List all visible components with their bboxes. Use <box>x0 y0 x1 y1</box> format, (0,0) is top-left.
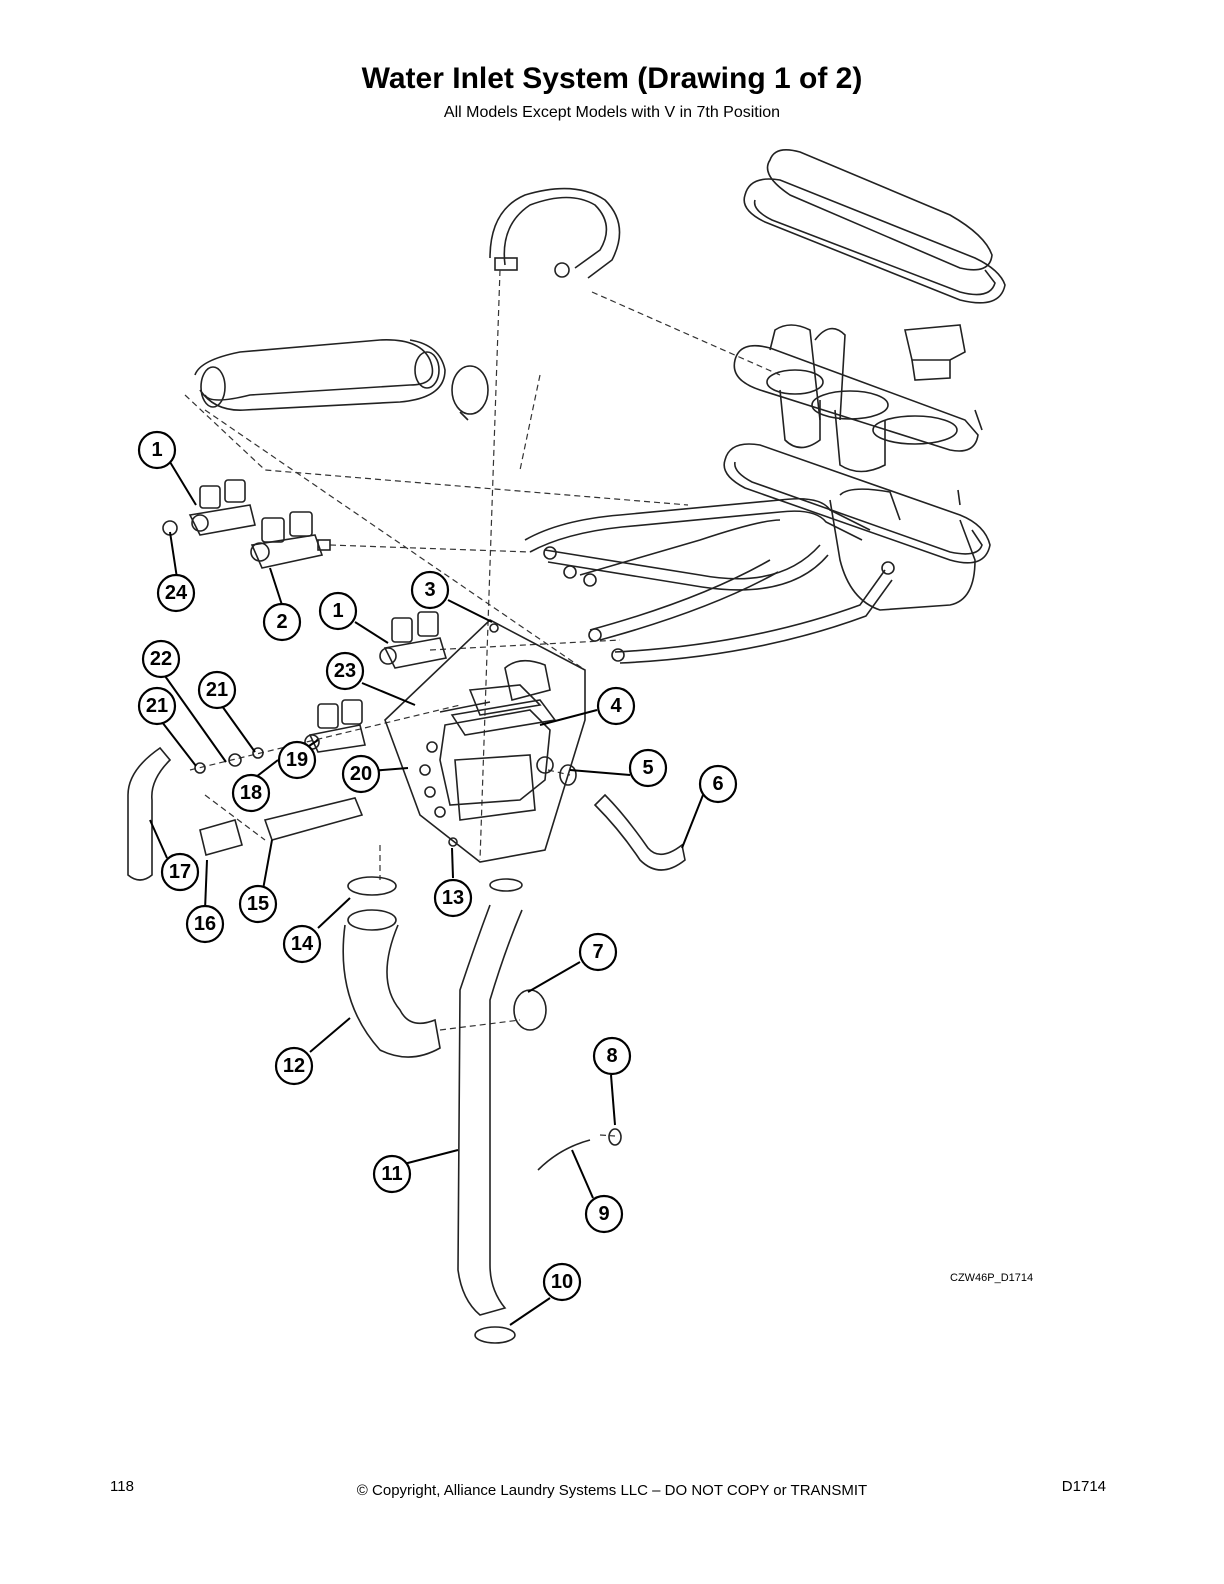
svg-text:4: 4 <box>610 695 622 717</box>
callout-13: 13 <box>433 878 473 918</box>
assembly-guide-lines <box>184 269 689 1137</box>
callout-24: 24 <box>156 573 196 613</box>
document-code: D1714 <box>1061 1478 1106 1495</box>
dispenser-assembly-drawing <box>524 149 1006 664</box>
callout-3: 3 <box>410 570 450 610</box>
callout-labels: 1 2 3 1 4 5 6 7 8 9 10 11 12 13 14 15 16… <box>137 430 738 1302</box>
svg-text:11: 11 <box>381 1163 402 1185</box>
callout-11: 11 <box>372 1154 412 1194</box>
page-number: 118 <box>110 1478 134 1495</box>
callout-6: 6 <box>698 764 738 804</box>
callout-7: 7 <box>578 932 618 972</box>
callout-21-right: 21 <box>197 670 237 710</box>
svg-text:20: 20 <box>350 763 372 785</box>
svg-text:6: 6 <box>712 773 723 795</box>
inlet-box-drawing <box>384 619 586 863</box>
callout-21-left: 21 <box>137 686 177 726</box>
svg-text:21: 21 <box>146 695 168 717</box>
svg-text:21: 21 <box>206 679 228 701</box>
callout-1-upper: 1 <box>137 430 177 470</box>
callout-5: 5 <box>628 748 668 788</box>
drawing-code: CZW46P_D1714 <box>950 1272 1034 1284</box>
callout-18: 18 <box>231 773 271 813</box>
svg-text:13: 13 <box>442 887 464 909</box>
callout-15: 15 <box>238 884 278 924</box>
page-title: Water Inlet System (Drawing 1 of 2) <box>361 62 863 95</box>
callout-16: 16 <box>185 904 225 944</box>
svg-text:9: 9 <box>598 1203 609 1225</box>
upper-fill-hose-drawing <box>194 339 489 421</box>
callout-10: 10 <box>542 1262 582 1302</box>
svg-text:2: 2 <box>276 611 287 633</box>
svg-text:22: 22 <box>150 648 172 670</box>
svg-text:23: 23 <box>334 660 356 682</box>
callout-19: 19 <box>277 740 317 780</box>
callout-12: 12 <box>274 1046 314 1086</box>
callout-2: 2 <box>262 602 302 642</box>
water-valve-drawings <box>162 479 448 753</box>
copyright-notice: © Copyright, Alliance Laundry Systems LL… <box>356 1482 868 1499</box>
svg-text:1: 1 <box>151 439 162 461</box>
callout-20: 20 <box>341 754 381 794</box>
callout-22: 22 <box>141 639 181 679</box>
svg-text:14: 14 <box>291 933 314 955</box>
svg-text:18: 18 <box>240 782 262 804</box>
callout-8: 8 <box>592 1036 632 1076</box>
callout-14: 14 <box>282 924 322 964</box>
callout-23: 23 <box>325 651 365 691</box>
svg-text:17: 17 <box>169 861 191 883</box>
page-subtitle: All Models Except Models with V in 7th P… <box>443 104 781 121</box>
svg-text:8: 8 <box>606 1045 617 1067</box>
svg-text:24: 24 <box>165 582 188 604</box>
svg-text:19: 19 <box>286 749 308 771</box>
svg-text:3: 3 <box>424 579 435 601</box>
svg-text:5: 5 <box>642 757 653 779</box>
lower-hose-drawings <box>127 746 686 1344</box>
callout-1-lower: 1 <box>318 591 358 631</box>
callout-17: 17 <box>160 852 200 892</box>
svg-text:1: 1 <box>332 600 343 622</box>
callout-4: 4 <box>596 686 636 726</box>
svg-text:10: 10 <box>551 1271 573 1293</box>
siphon-hose-drawing <box>489 187 621 279</box>
svg-text:15: 15 <box>247 893 269 915</box>
callout-9: 9 <box>584 1194 624 1234</box>
svg-text:12: 12 <box>283 1055 305 1077</box>
svg-text:16: 16 <box>194 913 216 935</box>
svg-text:7: 7 <box>592 941 603 963</box>
